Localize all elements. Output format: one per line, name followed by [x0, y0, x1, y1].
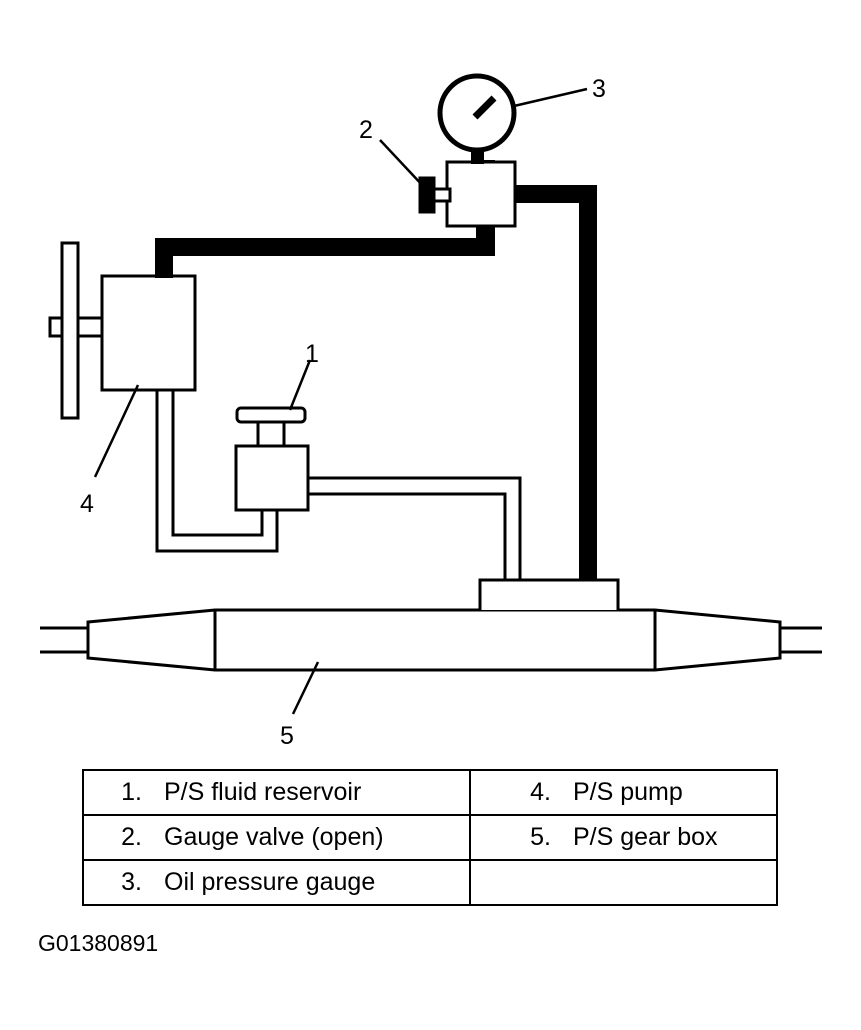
ps-fluid-reservoir [234, 406, 310, 512]
legend-number: 3. [121, 868, 142, 896]
figure-code: G01380891 [38, 930, 159, 956]
callout-3: 3 [592, 75, 606, 103]
legend-row: 3. Oil pressure gauge [82, 859, 778, 906]
return-hoses [155, 390, 522, 580]
ps-pump [48, 241, 197, 420]
legend-number: 4. [530, 778, 551, 806]
legend-label: P/S fluid reservoir [164, 778, 362, 806]
power-steering-pressure-test-diagram: 1 2 3 4 5 [40, 73, 822, 750]
legend-cell-empty [469, 859, 778, 906]
callout-2: 2 [359, 116, 373, 144]
gear-box [40, 578, 822, 672]
callout-5: 5 [280, 722, 294, 750]
pressure-line [155, 160, 597, 580]
legend-cell: 5. P/S gear box [469, 814, 778, 861]
legend-cell: 2. Gauge valve (open) [82, 814, 471, 861]
legend-label: Gauge valve (open) [164, 823, 384, 851]
legend-number: 5. [530, 823, 551, 851]
gauge-valve [418, 160, 517, 228]
oil-pressure-gauge [437, 73, 517, 164]
legend-cell: 1. P/S fluid reservoir [82, 769, 471, 816]
callout-4: 4 [80, 490, 94, 518]
legend-row: 1. P/S fluid reservoir 4. P/S pump [82, 769, 778, 816]
legend-label: Oil pressure gauge [164, 868, 376, 896]
legend-table: 1. P/S fluid reservoir 4. P/S pump 2. Gauge… [82, 769, 778, 906]
legend-row: 2. Gauge valve (open) 5. P/S gear box [82, 814, 778, 861]
legend-cell: 4. P/S pump [469, 769, 778, 816]
legend-number: 2. [121, 823, 142, 851]
callout-1: 1 [305, 340, 319, 368]
legend-number: 1. [121, 778, 142, 806]
legend-label: P/S gear box [573, 823, 718, 851]
legend-cell: 3. Oil pressure gauge [82, 859, 471, 906]
leader-lines [93, 87, 588, 715]
legend-label: P/S pump [573, 778, 683, 806]
